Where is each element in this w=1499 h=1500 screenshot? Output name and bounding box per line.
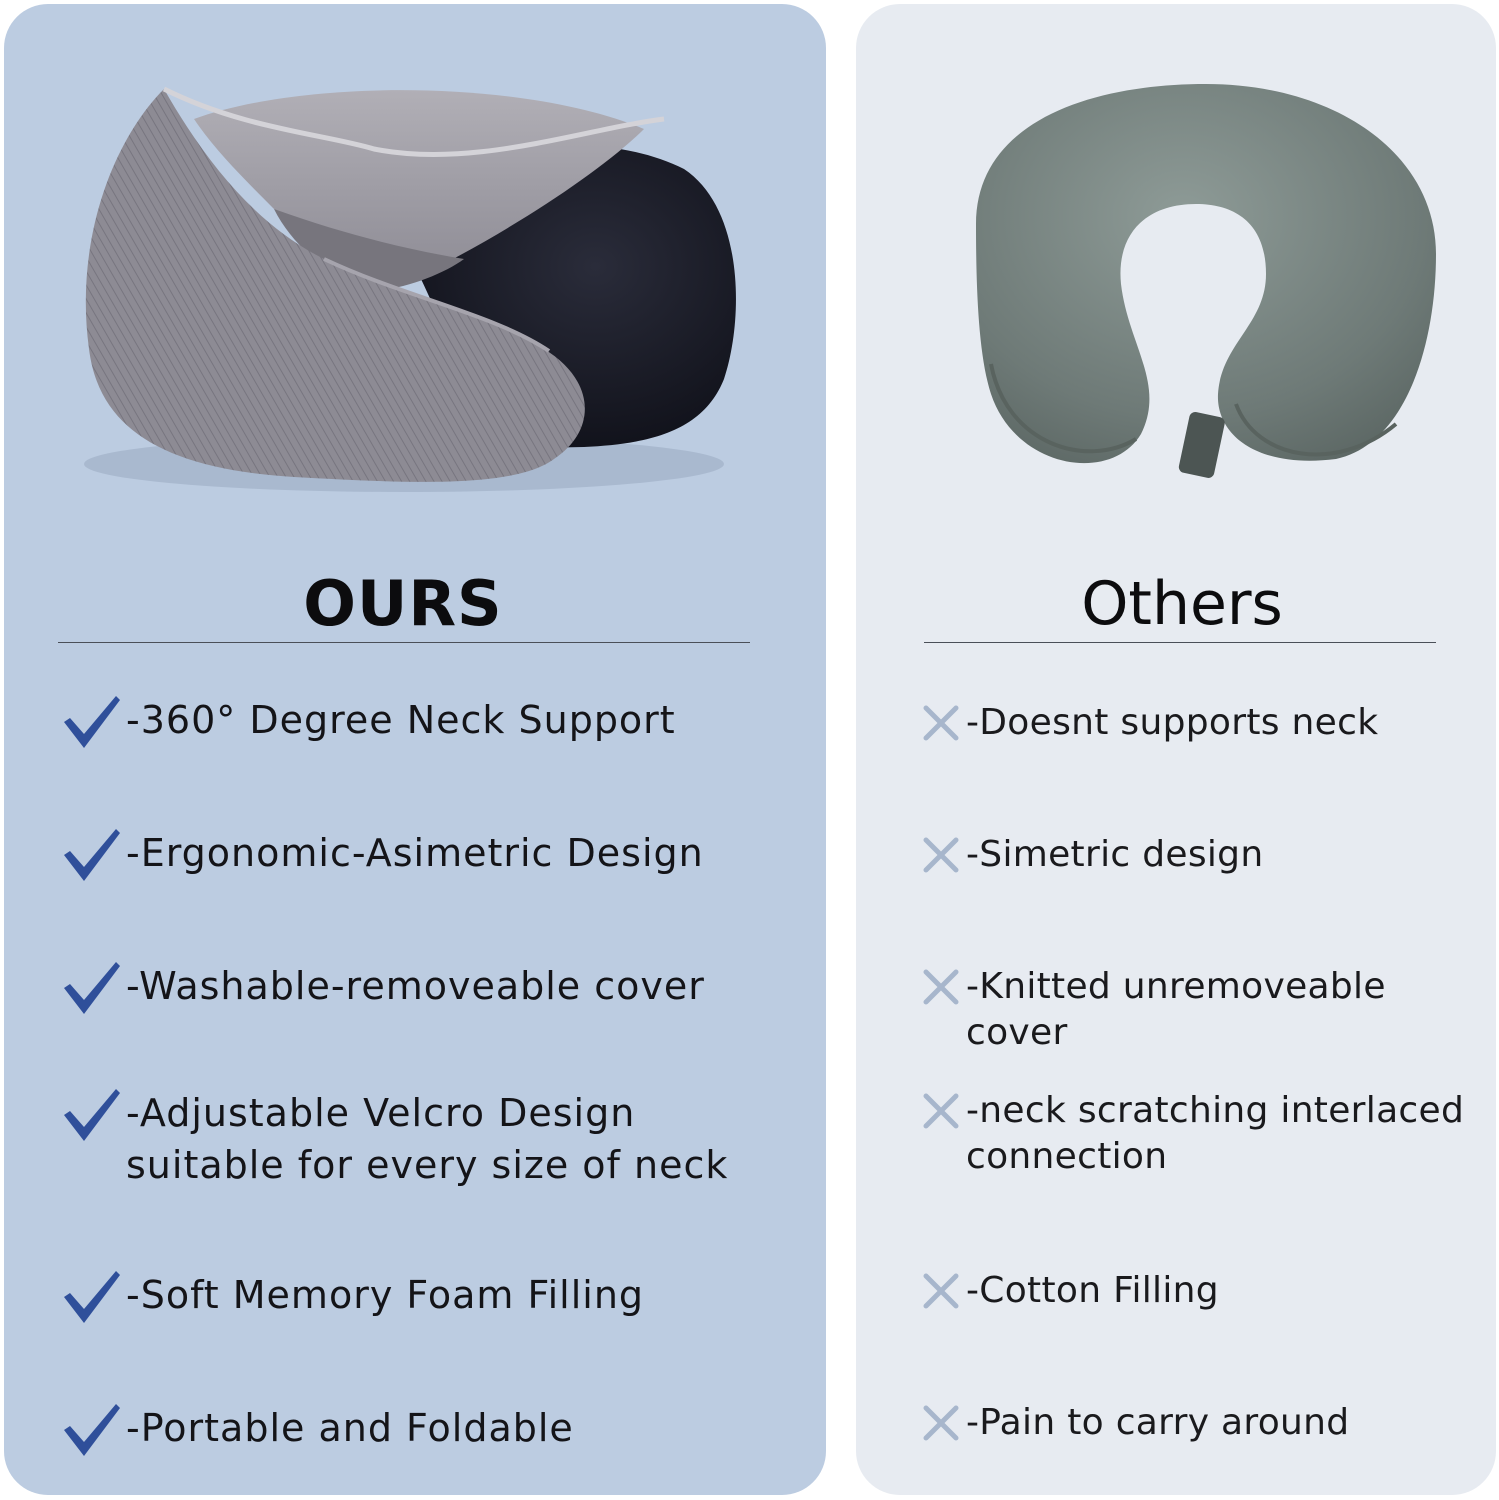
standard-u-pillow-image bbox=[976, 84, 1436, 478]
others-feature-label: -neck scratching interlaced connection bbox=[966, 1090, 1465, 1177]
check-icon bbox=[64, 962, 120, 1014]
ours-feature-label: -Soft Memory Foam Filling bbox=[126, 1273, 645, 1317]
ours-feature-label: -Ergonomic-Asimetric Design bbox=[126, 831, 704, 875]
ours-feature-item: -360° Degree Neck Support bbox=[62, 694, 676, 750]
check-icon bbox=[64, 1404, 120, 1456]
ours-feature-label: -Washable-removeable cover bbox=[126, 964, 705, 1008]
ergonomic-neck-pillow-image bbox=[84, 86, 736, 492]
cross-icon bbox=[923, 969, 959, 1005]
ours-feature-item: -Washable-removeable cover bbox=[62, 960, 705, 1016]
check-icon bbox=[64, 1089, 120, 1141]
check-icon bbox=[64, 829, 120, 881]
others-panel: Others -Doesnt supports neck -Simetric d… bbox=[856, 4, 1496, 1495]
ours-feature-label: -Adjustable Velcro Design suitable for e… bbox=[126, 1091, 729, 1187]
ours-heading: OURS bbox=[303, 567, 503, 640]
cross-icon bbox=[923, 1093, 959, 1129]
others-heading: Others bbox=[1081, 569, 1283, 639]
others-feature-label: -Pain to carry around bbox=[966, 1402, 1350, 1443]
ours-feature-item: -Ergonomic-Asimetric Design bbox=[62, 827, 704, 883]
ours-panel: OURS -360° Degree Neck Support -Ergonomi… bbox=[4, 4, 826, 1495]
cross-icon bbox=[923, 837, 959, 873]
check-icon bbox=[64, 696, 120, 748]
others-feature-item: -Pain to carry around bbox=[922, 1400, 1349, 1446]
others-feature-label: -Cotton Filling bbox=[966, 1270, 1219, 1311]
ours-divider bbox=[58, 642, 750, 643]
cross-icon bbox=[923, 705, 959, 741]
ours-feature-label: -Portable and Foldable bbox=[126, 1406, 574, 1450]
ours-feature-item: -Portable and Foldable bbox=[62, 1402, 574, 1458]
others-feature-item: -Doesnt supports neck bbox=[922, 700, 1378, 746]
others-feature-item: -Cotton Filling bbox=[922, 1268, 1219, 1314]
others-feature-label: -Simetric design bbox=[966, 834, 1264, 875]
ours-feature-label: -360° Degree Neck Support bbox=[126, 698, 676, 742]
others-feature-label: -Knitted unremoveable cover bbox=[966, 966, 1386, 1053]
others-feature-item: -Knitted unremoveable cover bbox=[922, 964, 1496, 1056]
ours-feature-item: -Soft Memory Foam Filling bbox=[62, 1269, 644, 1325]
ours-feature-item: -Adjustable Velcro Design suitable for e… bbox=[62, 1087, 728, 1191]
others-feature-label: -Doesnt supports neck bbox=[966, 702, 1379, 743]
cross-icon bbox=[923, 1273, 959, 1309]
check-icon bbox=[64, 1271, 120, 1323]
others-divider bbox=[924, 642, 1436, 643]
others-feature-item: -Simetric design bbox=[922, 832, 1263, 878]
cross-icon bbox=[923, 1405, 959, 1441]
others-feature-item: -neck scratching interlaced connection bbox=[922, 1088, 1464, 1180]
